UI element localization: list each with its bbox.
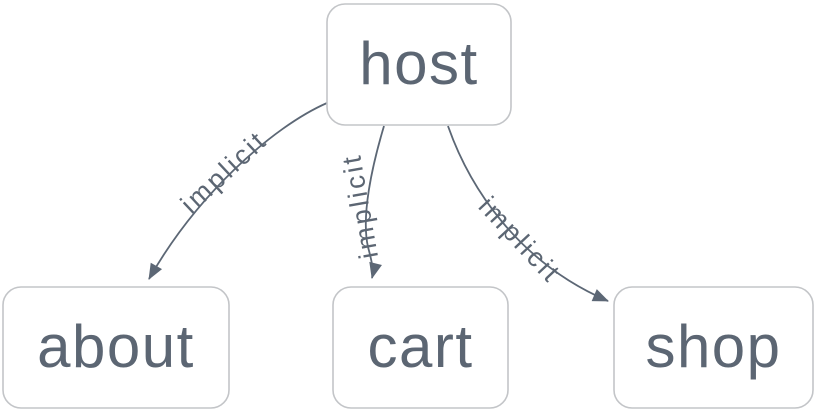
- node-host-label: host: [359, 30, 478, 97]
- edge-host-about-line: [148, 102, 328, 280]
- node-host-box: [326, 3, 512, 126]
- edge-host-shop-line: [447, 125, 609, 302]
- node-about: about: [2, 286, 230, 409]
- edge-host-cart-line: [364, 125, 385, 279]
- node-about-box: [2, 286, 230, 409]
- node-about-label: about: [37, 313, 195, 380]
- edges-layer: implicit implicit implicit: [148, 102, 609, 302]
- node-shop: shop: [613, 286, 814, 409]
- edge-host-cart: implicit: [336, 125, 385, 279]
- node-shop-box: [613, 286, 814, 409]
- node-cart-label: cart: [367, 313, 473, 380]
- edge-host-cart-label: implicit: [336, 151, 384, 261]
- node-host: host: [326, 3, 512, 126]
- edge-host-shop: implicit: [447, 125, 609, 302]
- edge-host-about: implicit: [148, 102, 328, 280]
- node-cart: cart: [332, 286, 509, 409]
- edge-host-about-label: implicit: [175, 125, 273, 220]
- nodes-layer: host about cart shop: [2, 3, 814, 409]
- node-cart-box: [332, 286, 509, 409]
- node-shop-label: shop: [645, 313, 781, 380]
- edge-host-shop-label: implicit: [473, 191, 568, 289]
